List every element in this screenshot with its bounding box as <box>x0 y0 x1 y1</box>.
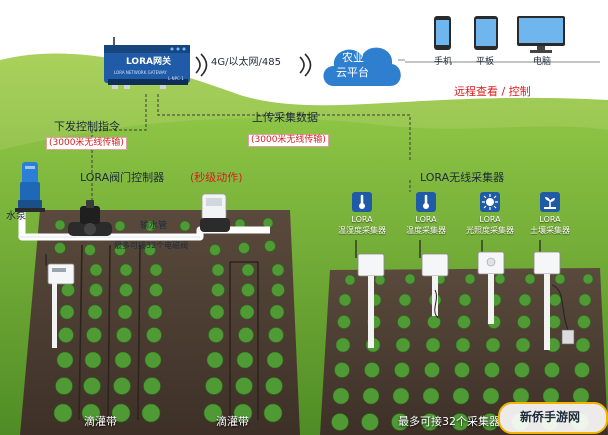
sun-icon <box>482 194 498 210</box>
sensor-4-label: LORA 土壤采集器 <box>522 214 578 236</box>
sensor-2-line2: 温度采集器 <box>406 226 446 235</box>
left-controller-pole <box>52 282 57 348</box>
cloud-platform-icon <box>323 47 401 86</box>
wireless-signal-icon <box>195 53 208 77</box>
sensor-3-label: LORA 光照度采集器 <box>462 214 518 236</box>
device-label-phone: 手机 <box>434 57 453 67</box>
watermark-badge: 新侨手游网 <box>498 402 608 434</box>
tablet-icon <box>474 16 498 50</box>
device-label-computer: 电脑 <box>533 57 552 67</box>
collector-title: LORA无线采集器 <box>420 171 505 184</box>
gateway-model: L-NPC-1 <box>168 76 184 81</box>
gateway-sublabel: LORA NETWORK GATEWAY <box>114 70 167 75</box>
valve-controller-title: LORA阀门控制器 <box>80 171 165 184</box>
left-valve-controller-box <box>45 254 75 285</box>
gateway-label: LORA网关 <box>126 57 171 67</box>
sensor-4-line2: 土壤采集器 <box>530 226 570 235</box>
cloud-line1: 农业 <box>342 51 364 64</box>
sensor-4-line1: LORA <box>539 215 561 224</box>
downlink-title: 下发控制指令 <box>54 120 120 133</box>
pipe-capacity: 最多可接32个电磁阀 <box>114 241 189 250</box>
sensor-3-line1: LORA <box>479 215 501 224</box>
sensor-icon-tile-3 <box>480 192 500 212</box>
collector-capacity: 最多可接32个采集器 <box>398 415 500 428</box>
sensor-icon-tile-4 <box>540 192 560 212</box>
drip-label-left: 滴灌带 <box>84 415 117 428</box>
uplink-range: (3000米无线传输) <box>248 134 329 147</box>
wireless-signal-icon-2 <box>299 53 312 77</box>
pipe-label: 输水管 <box>140 221 168 231</box>
solenoid-valve-icon <box>68 200 112 236</box>
drip-label-right: 滴灌带 <box>216 415 249 428</box>
lora-gateway-device-icon <box>104 37 190 89</box>
sensor-2-label: LORA 温度采集器 <box>398 214 454 236</box>
sensor-icon-tile-2 <box>416 192 436 212</box>
pump-label: 水泵 <box>6 211 26 222</box>
sensor-1-line1: LORA <box>351 215 373 224</box>
phone-icon <box>434 16 451 50</box>
sensor-1-label: LORA 温湿度采集器 <box>334 214 390 236</box>
valve-controller-icon <box>200 193 230 232</box>
remote-control-label: 远程查看 / 控制 <box>454 85 531 98</box>
sensor-1-line2: 温湿度采集器 <box>338 226 386 235</box>
sensor-icon-tile-1 <box>352 192 372 212</box>
sensor-3-line2: 光照度采集器 <box>466 226 514 235</box>
network-protocols: 4G/以太网/485 <box>211 57 281 68</box>
thermometer-icon <box>423 194 429 209</box>
uplink-title: 上传采集数据 <box>252 111 318 124</box>
sensor-2-line1: LORA <box>415 215 437 224</box>
plant-icon <box>544 197 556 209</box>
water-pump-icon <box>15 162 45 212</box>
device-label-tablet: 平板 <box>476 57 495 67</box>
monitor-icon <box>517 16 565 53</box>
cloud-line2: 云平台 <box>336 66 369 79</box>
valve-controller-tag: (秒级动作) <box>190 171 243 184</box>
thermometer-icon <box>359 194 365 209</box>
watermark-label: 新侨手游网 <box>520 410 581 424</box>
downlink-range: (3000米无线传输) <box>46 137 127 150</box>
